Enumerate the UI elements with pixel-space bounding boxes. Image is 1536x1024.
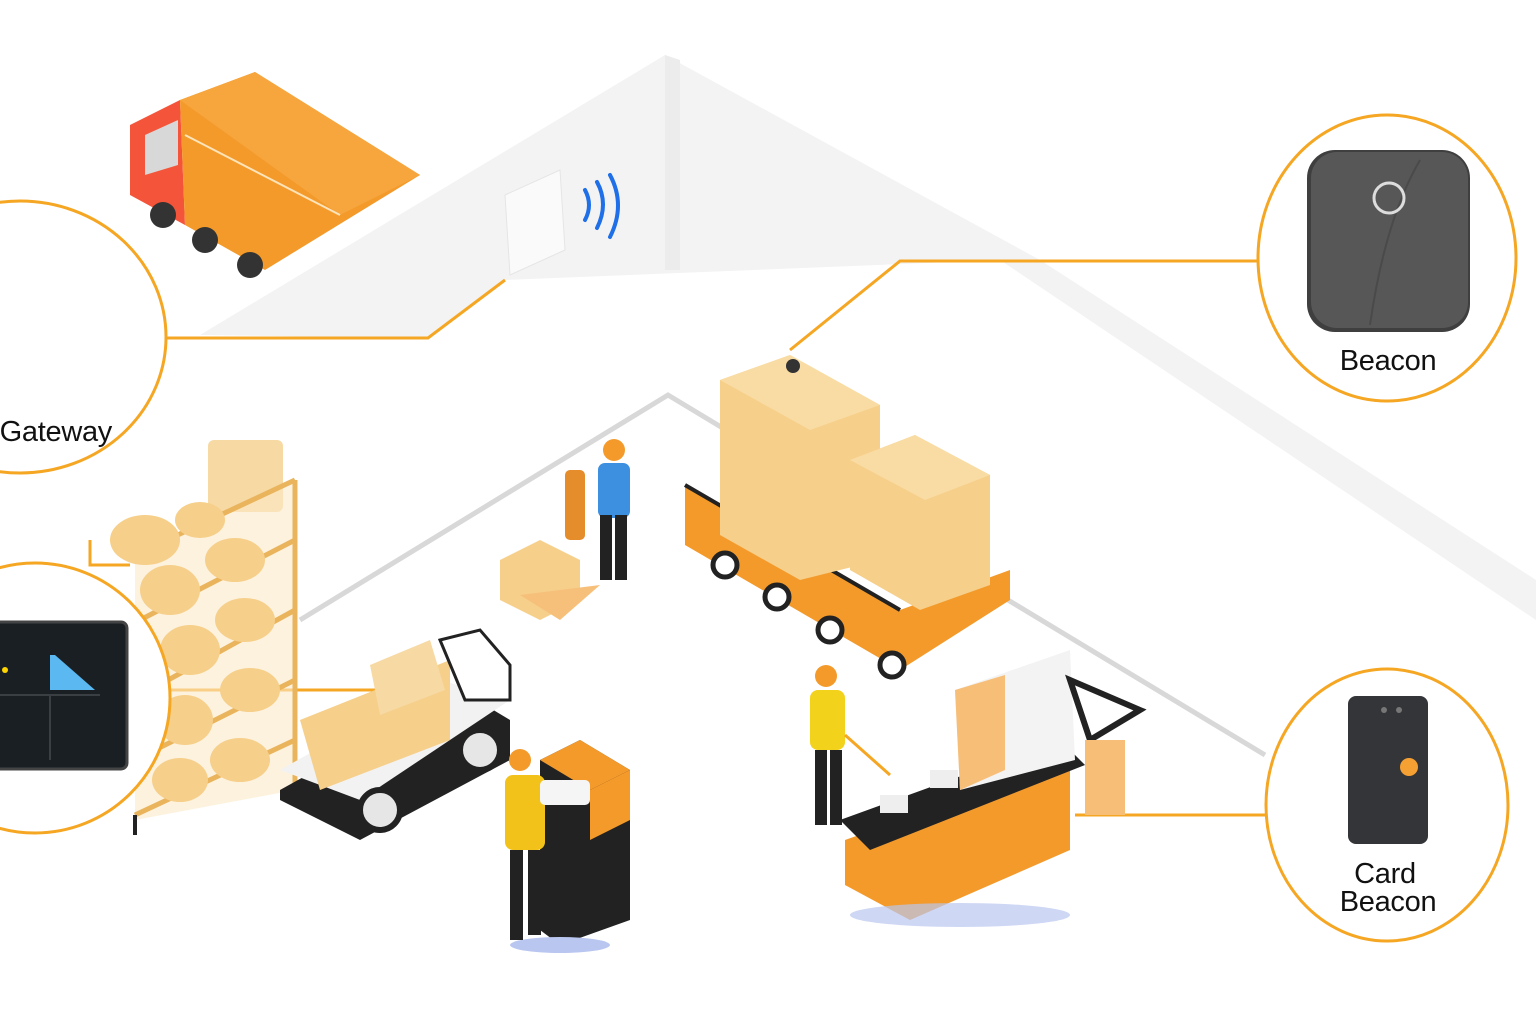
beacon-connector — [789, 259, 1257, 352]
cart-with-boxes — [683, 355, 1010, 680]
conveyor-station — [840, 650, 1147, 927]
gateway-connector — [165, 278, 506, 340]
worker-pallet-jack — [500, 439, 630, 620]
worker-conveyor — [810, 665, 891, 825]
wifi-signal-icon — [583, 173, 620, 239]
shelving-unit — [110, 440, 298, 835]
tablet-dashboard-icon — [0, 620, 129, 771]
worker-kiosk — [505, 749, 590, 940]
card-beacon-label-line2: Beacon — [1339, 886, 1437, 918]
card-beacon-label-line1: Card — [1354, 858, 1416, 890]
gateway-callout — [0, 199, 168, 475]
beacon-device-icon — [1307, 150, 1470, 332]
truck-icon — [130, 72, 420, 278]
gateway-label: Gateway — [0, 416, 112, 448]
floor-outline — [298, 392, 1267, 758]
agv-robot — [280, 628, 512, 840]
beacon-label: Beacon — [1339, 345, 1437, 377]
gateway-device — [504, 169, 566, 276]
card-beacon-icon — [1348, 696, 1428, 844]
